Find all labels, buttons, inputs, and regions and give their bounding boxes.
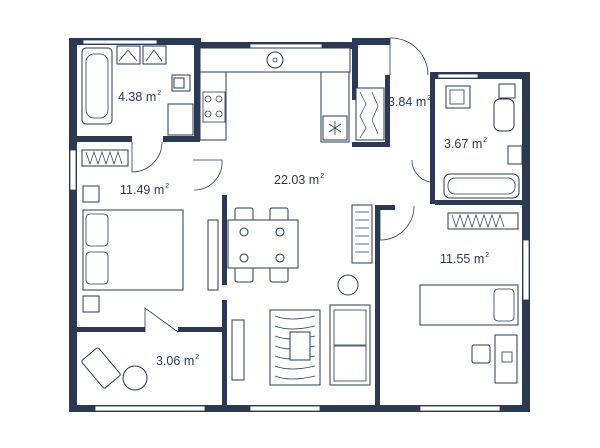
bathroom-2-fixtures bbox=[443, 83, 523, 199]
balcony-fixtures bbox=[81, 347, 148, 391]
area-unit: m bbox=[153, 183, 165, 197]
area-unit-exponent: 2 bbox=[195, 354, 200, 361]
area-value: 11.49 bbox=[120, 183, 151, 197]
area-unit-exponent: 2 bbox=[165, 183, 170, 190]
area-value: 3.67 bbox=[444, 137, 469, 151]
inner-walls bbox=[77, 45, 522, 410]
area-value: 4.38 bbox=[118, 90, 143, 104]
area-label-bedroom-2: 11.55 m2 bbox=[440, 252, 489, 266]
living-fixtures bbox=[227, 204, 373, 386]
area-unit-exponent: 2 bbox=[320, 173, 325, 180]
area-unit-exponent: 2 bbox=[483, 137, 488, 144]
area-value: 3.84 bbox=[388, 95, 413, 109]
bedroom-2-fixtures bbox=[419, 212, 519, 384]
area-unit-exponent: 2 bbox=[427, 95, 432, 102]
area-unit: m bbox=[473, 252, 485, 266]
area-unit-exponent: 2 bbox=[485, 252, 490, 259]
area-label-bathroom-2: 3.67 m2 bbox=[444, 137, 487, 151]
area-unit: m bbox=[471, 137, 483, 151]
area-label-balcony: 3.06 m2 bbox=[156, 354, 199, 368]
area-value: 22.03 bbox=[274, 173, 306, 187]
area-unit: m bbox=[145, 90, 157, 104]
doors bbox=[131, 37, 431, 333]
area-value: 3.06 bbox=[156, 354, 181, 368]
area-label-bedroom-1: 11.49 m2 bbox=[120, 183, 169, 197]
bedroom-1-fixtures bbox=[81, 149, 219, 313]
area-label-bathroom-1: 4.38 m2 bbox=[118, 90, 161, 104]
area-unit-exponent: 2 bbox=[157, 90, 162, 97]
wardrobe-fixtures bbox=[355, 87, 385, 141]
area-unit: m bbox=[183, 354, 195, 368]
area-label-living-kitchen: 22.03 m2 bbox=[274, 173, 324, 187]
area-label-wardrobe: 3.84 m2 bbox=[388, 95, 431, 109]
kitchen-fixtures bbox=[199, 47, 351, 143]
area-value: 11.55 bbox=[440, 252, 471, 266]
area-unit: m bbox=[308, 173, 320, 187]
area-unit: m bbox=[415, 95, 427, 109]
windows bbox=[69, 39, 530, 412]
bathroom-1-fixtures bbox=[81, 45, 194, 136]
